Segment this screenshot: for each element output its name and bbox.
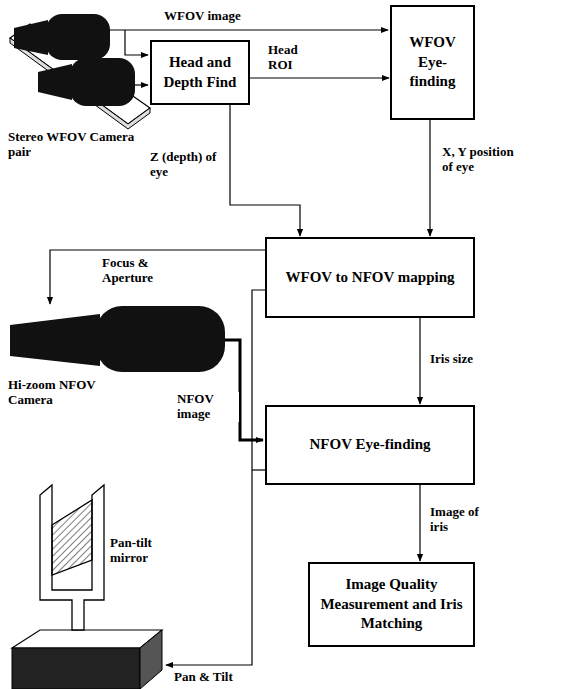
process-box: NFOV Eye-finding [265,405,475,485]
signal-label: NFOV image [175,392,239,422]
box-label: WFOV Eye-finding [398,33,467,92]
focus-wire [50,250,265,304]
signal-label: Hi-zoom NFOV Camera [6,378,122,408]
nfov-camera [10,306,225,372]
wfov-image-wire [135,84,148,85]
signal-label: Stereo WFOV Camera pair [6,130,140,160]
process-box: WFOV Eye-finding [390,5,475,120]
edge-label: Iris size [428,352,475,367]
pan-tilt-wire [166,290,265,665]
edge-label: Z (depth) of eye [148,150,228,180]
box-label: NFOV Eye-finding [310,435,431,455]
process-box: Head and Depth Find [150,40,250,105]
nfov-image-wire [225,340,263,440]
edge-label: Image of iris [428,505,492,535]
flow-arrow [419,485,420,561]
pan-tilt-mirror [12,485,162,689]
wfov-camera [14,14,110,60]
wfov-camera [38,58,135,106]
signal-label: Pan & Tilt [172,670,235,685]
signal-label: Focus & Aperture [100,256,176,286]
flow-arrow [429,120,430,236]
pan-tilt-wire [252,469,265,470]
box-label: WFOV to NFOV mapping [285,268,454,288]
edge-label: Head ROI [266,43,312,73]
wfov-image-wire [110,29,388,30]
box-label: Head and Depth Find [158,53,242,92]
flow-arrow [250,77,389,78]
flow-arrow [419,318,420,404]
box-label: Image Quality Measurement and Iris Match… [316,575,467,634]
flow-arrow [230,105,300,236]
edge-label: X, Y position of eye [440,145,524,175]
signal-label: WFOV image [162,9,243,24]
process-box: WFOV to NFOV mapping [265,237,475,318]
process-box: Image Quality Measurement and Iris Match… [308,562,475,647]
signal-label: Pan-tilt mirror [108,536,186,566]
wfov-image-wire [125,30,148,55]
